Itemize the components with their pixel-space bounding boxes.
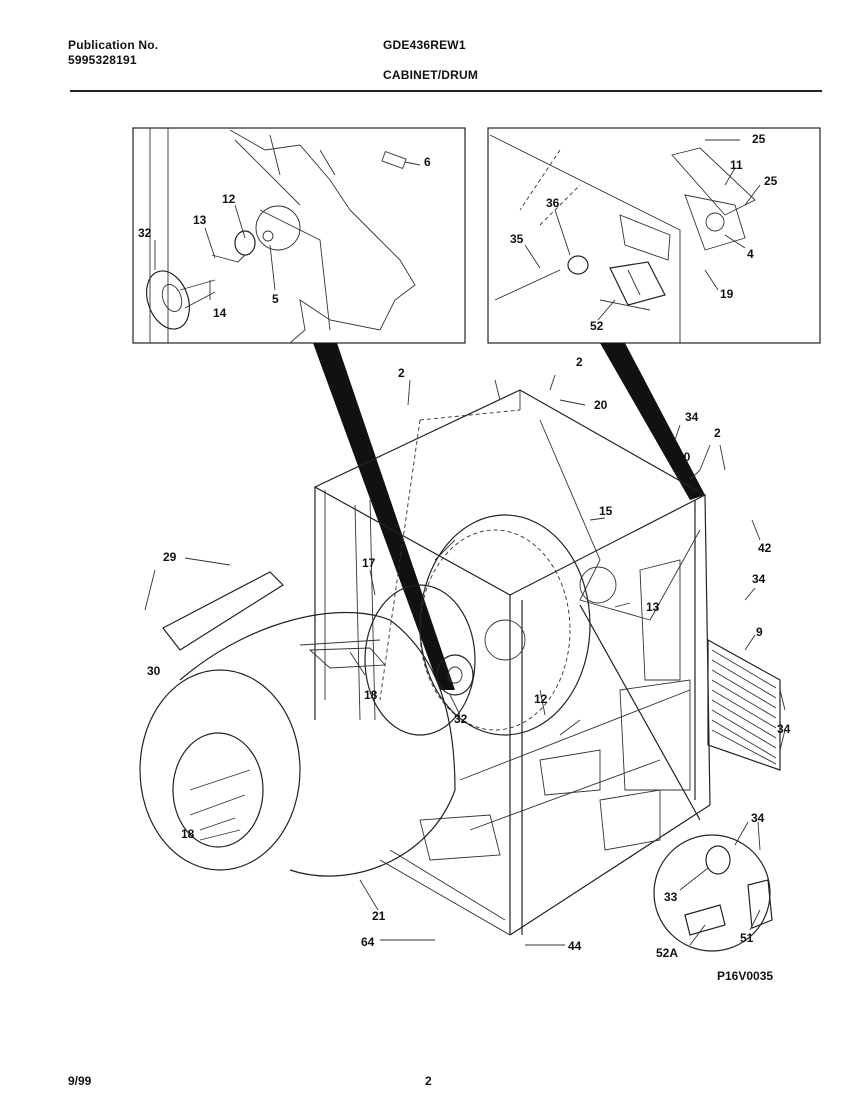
- callout-label: 11: [730, 158, 743, 172]
- callout-label: 5: [272, 292, 279, 306]
- callout-label: 33: [664, 890, 678, 904]
- callout-label: 34: [777, 722, 791, 736]
- callout-label: 20: [677, 450, 691, 464]
- inset-left-leader: [313, 343, 455, 690]
- callout-label: 32: [454, 712, 468, 726]
- drum-shell: [139, 611, 456, 877]
- callout-label: 36: [546, 196, 560, 210]
- callout-label: 6: [424, 155, 431, 169]
- callout-label: 19: [720, 287, 734, 301]
- header-rule: [70, 90, 822, 92]
- cabinet: [313, 379, 711, 936]
- drum-pulley: [419, 514, 591, 736]
- callout-label: 18: [181, 827, 195, 841]
- callout-label: 64: [361, 935, 375, 949]
- callout-label: 17: [362, 556, 376, 570]
- callout-label: 13: [193, 213, 207, 227]
- callout-label: 44: [568, 939, 582, 953]
- leader-lines: [144, 139, 786, 946]
- callout-label: 2: [576, 355, 583, 369]
- inset-right-leader: [600, 343, 705, 500]
- callout-label: 52A: [656, 946, 678, 960]
- inset-left: [132, 127, 466, 344]
- callout-label: 52: [590, 319, 604, 333]
- inset-right-frame: [487, 127, 821, 344]
- callout-label: 29: [163, 550, 177, 564]
- callout-label: 42: [758, 541, 772, 555]
- callout-label: 34: [751, 811, 765, 825]
- callout-label: 25: [752, 132, 766, 146]
- callout-label: 2: [714, 426, 721, 440]
- callout-label: 14: [213, 306, 227, 320]
- callout-label: 15: [599, 504, 613, 518]
- callout-labels: 6 12 13 32 14 5 25 11 25 36 35 4 19 52 2…: [138, 132, 791, 983]
- footer-page-number: 2: [425, 1074, 432, 1088]
- callout-label: 34: [752, 572, 766, 586]
- idler-detail-circle: [653, 834, 771, 952]
- callout-label: 25: [764, 174, 778, 188]
- callout-label: 35: [510, 232, 524, 246]
- callout-label: 30: [147, 664, 161, 678]
- callout-label: 32: [138, 226, 152, 240]
- section-title: CABINET/DRUM: [383, 68, 479, 82]
- toe-kick: [162, 571, 284, 651]
- callout-label: 13: [646, 600, 660, 614]
- callout-label: 20: [594, 398, 608, 412]
- callout-label: 18: [364, 688, 378, 702]
- inset-left-frame: [132, 127, 466, 344]
- callout-label: 12: [534, 692, 548, 706]
- footer-date: 9/99: [68, 1074, 92, 1088]
- front-bulkhead: [364, 584, 476, 736]
- callout-label: 2: [398, 366, 405, 380]
- callout-label: 21: [372, 909, 386, 923]
- callout-label: 12: [222, 192, 236, 206]
- model-number: GDE436REW1: [383, 38, 466, 52]
- callout-label: 4: [747, 247, 754, 261]
- callout-label: 34: [685, 410, 699, 424]
- rear-panel-9: [707, 638, 781, 771]
- publication-label: Publication No.: [68, 38, 159, 52]
- figure-code: P16V0035: [717, 969, 773, 983]
- drive-belt: [579, 604, 701, 821]
- callout-label: 51: [740, 931, 754, 945]
- inset-right: [487, 127, 821, 344]
- callout-label: 9: [756, 625, 763, 639]
- publication-number: 5995328191: [68, 53, 137, 67]
